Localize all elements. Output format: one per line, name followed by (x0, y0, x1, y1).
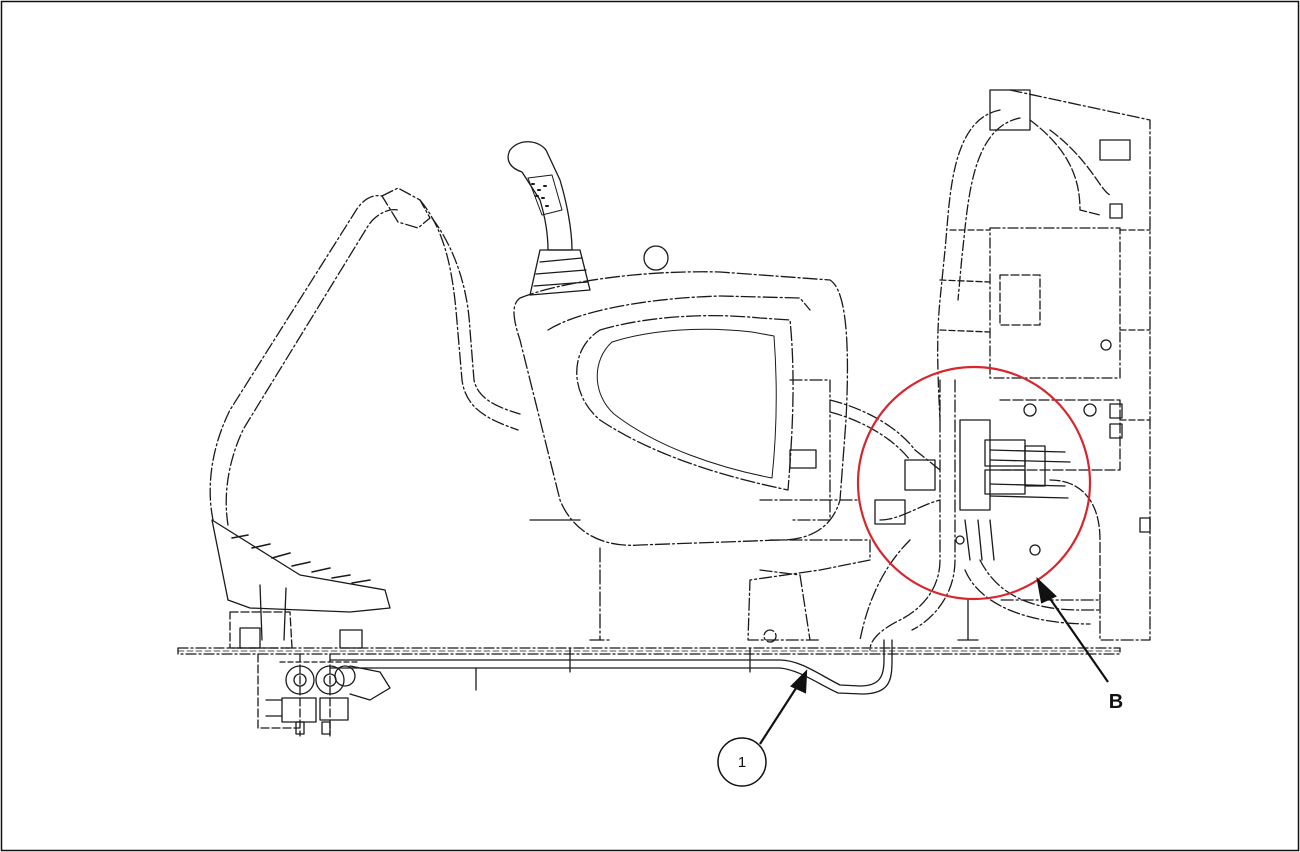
arrow-b (1043, 589, 1109, 683)
arrowhead-b (1036, 576, 1057, 604)
pedal-frame (209, 187, 521, 526)
valve-assembly (257, 653, 391, 737)
arrow-1 (759, 681, 801, 745)
control-console (513, 271, 849, 641)
highlight-circle (856, 365, 1092, 601)
callout-1-number: 1 (738, 754, 746, 771)
hydraulic-line (329, 639, 893, 695)
arrowhead-1 (790, 669, 808, 694)
floor-plate (177, 647, 1121, 655)
connector-cluster (789, 419, 1071, 641)
foot-pedal (211, 519, 391, 649)
electrical-panel (937, 89, 1151, 641)
callout-b-label: B (1109, 691, 1123, 713)
callout-1-circle (717, 737, 767, 787)
wiring-harness (829, 379, 1101, 651)
callout-arrows (759, 576, 1109, 745)
seat-base (747, 379, 871, 643)
joystick (507, 141, 669, 296)
